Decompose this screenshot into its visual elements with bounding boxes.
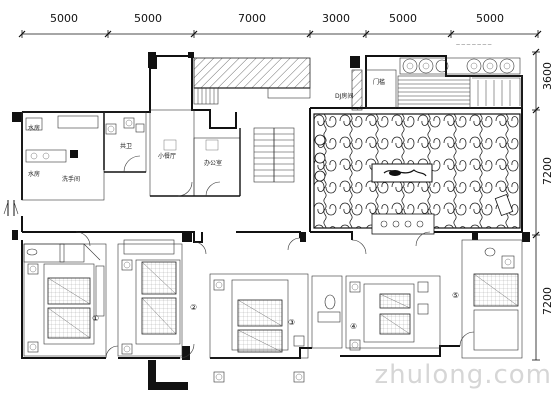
- room-number-4: ④: [350, 322, 357, 331]
- dim-top-5: 5000: [389, 12, 417, 25]
- dim-top-6: 5000: [476, 12, 504, 25]
- dim-right-1: 3600: [541, 62, 554, 90]
- stair-top-right: [397, 75, 523, 109]
- room-number-2: ②: [190, 303, 197, 312]
- dim-right-3: 7200: [541, 287, 554, 315]
- guest-rooms: [23, 239, 523, 383]
- ornate-hall: [313, 113, 521, 235]
- structural-columns: [12, 52, 530, 390]
- small-office-label: 小餐厅: [158, 152, 176, 160]
- toilet-label: 洗手间: [62, 175, 80, 183]
- dj-room: [365, 69, 397, 109]
- middle-rooms: [149, 109, 241, 197]
- left-window: [3, 200, 19, 216]
- stair-middle: [253, 127, 295, 183]
- dim-right-2: 7200: [541, 157, 554, 185]
- dim-top-1: 5000: [50, 12, 78, 25]
- door-swings: [75, 231, 475, 359]
- watermark: zhulong.com: [374, 360, 552, 390]
- dim-top-2: 5000: [134, 12, 162, 25]
- sill-label: 门槛: [373, 78, 385, 86]
- water-room-area: [21, 111, 147, 201]
- room-number-1: ①: [92, 314, 99, 323]
- hatched-corridor: [193, 57, 311, 89]
- office-label: 办公室: [204, 159, 222, 167]
- top-dimension-line: [18, 30, 542, 38]
- dim-top-3: 7000: [238, 12, 266, 25]
- dj-room-label: DJ房间: [335, 92, 353, 100]
- dim-top-4: 3000: [322, 12, 350, 25]
- public-wc-label: 共卫: [120, 142, 132, 150]
- water-room-label-1: 水房: [28, 124, 40, 132]
- water-room-label-2: 水房: [28, 170, 40, 178]
- planter-row: — — — — — — —: [399, 42, 521, 75]
- svg-text:— — — — — — —: — — — — — — —: [456, 42, 492, 47]
- room-number-3: ③: [288, 318, 295, 327]
- right-dimension-line: [532, 48, 540, 361]
- room-number-5: ⑤: [452, 291, 459, 300]
